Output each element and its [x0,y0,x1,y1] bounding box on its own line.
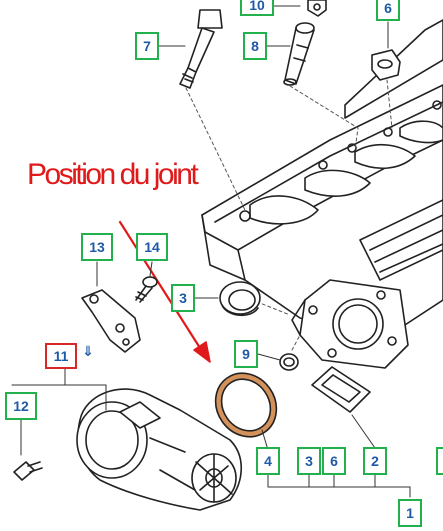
callout-14[interactable]: 14 [136,233,168,261]
callout-6-top[interactable]: 6 [376,0,400,21]
hex-nut [371,49,401,81]
stud-bolt [179,9,223,89]
callout-3-left[interactable]: 3 [171,284,195,312]
cap-screw [13,461,43,481]
callout-13[interactable]: 13 [81,233,113,261]
throttle-body [76,388,242,511]
leader-lines-top [158,5,389,49]
o-ring [279,353,299,371]
callout-partial-right[interactable] [436,447,443,475]
self-tapping-screw [135,276,158,303]
leader-lines-bottom [11,366,411,498]
mounting-bracket [81,289,141,353]
callout-12[interactable]: 12 [5,392,37,420]
pointer-arrow [118,220,211,363]
callout-1[interactable]: 1 [398,499,422,527]
intake-manifold [201,19,443,369]
callout-9[interactable]: 9 [234,340,258,368]
callout-10[interactable]: 10 [240,0,274,16]
callout-2[interactable]: 2 [363,447,387,475]
sealing-ring [219,281,261,317]
throttle-gasket [214,372,278,438]
callout-4[interactable]: 4 [256,447,280,475]
callout-8[interactable]: 8 [243,32,267,60]
callout-7[interactable]: 7 [135,32,159,60]
callout-6-bottom[interactable]: 6 [322,447,346,475]
nut-small [307,0,327,17]
stud [283,22,315,86]
down-arrow-icon: ⇓ [82,344,94,360]
rectangular-gasket [311,366,371,413]
callout-3-bottom[interactable]: 3 [297,447,321,475]
annotation-label: Position du joint [27,158,199,191]
callout-11[interactable]: 11 [45,343,77,369]
